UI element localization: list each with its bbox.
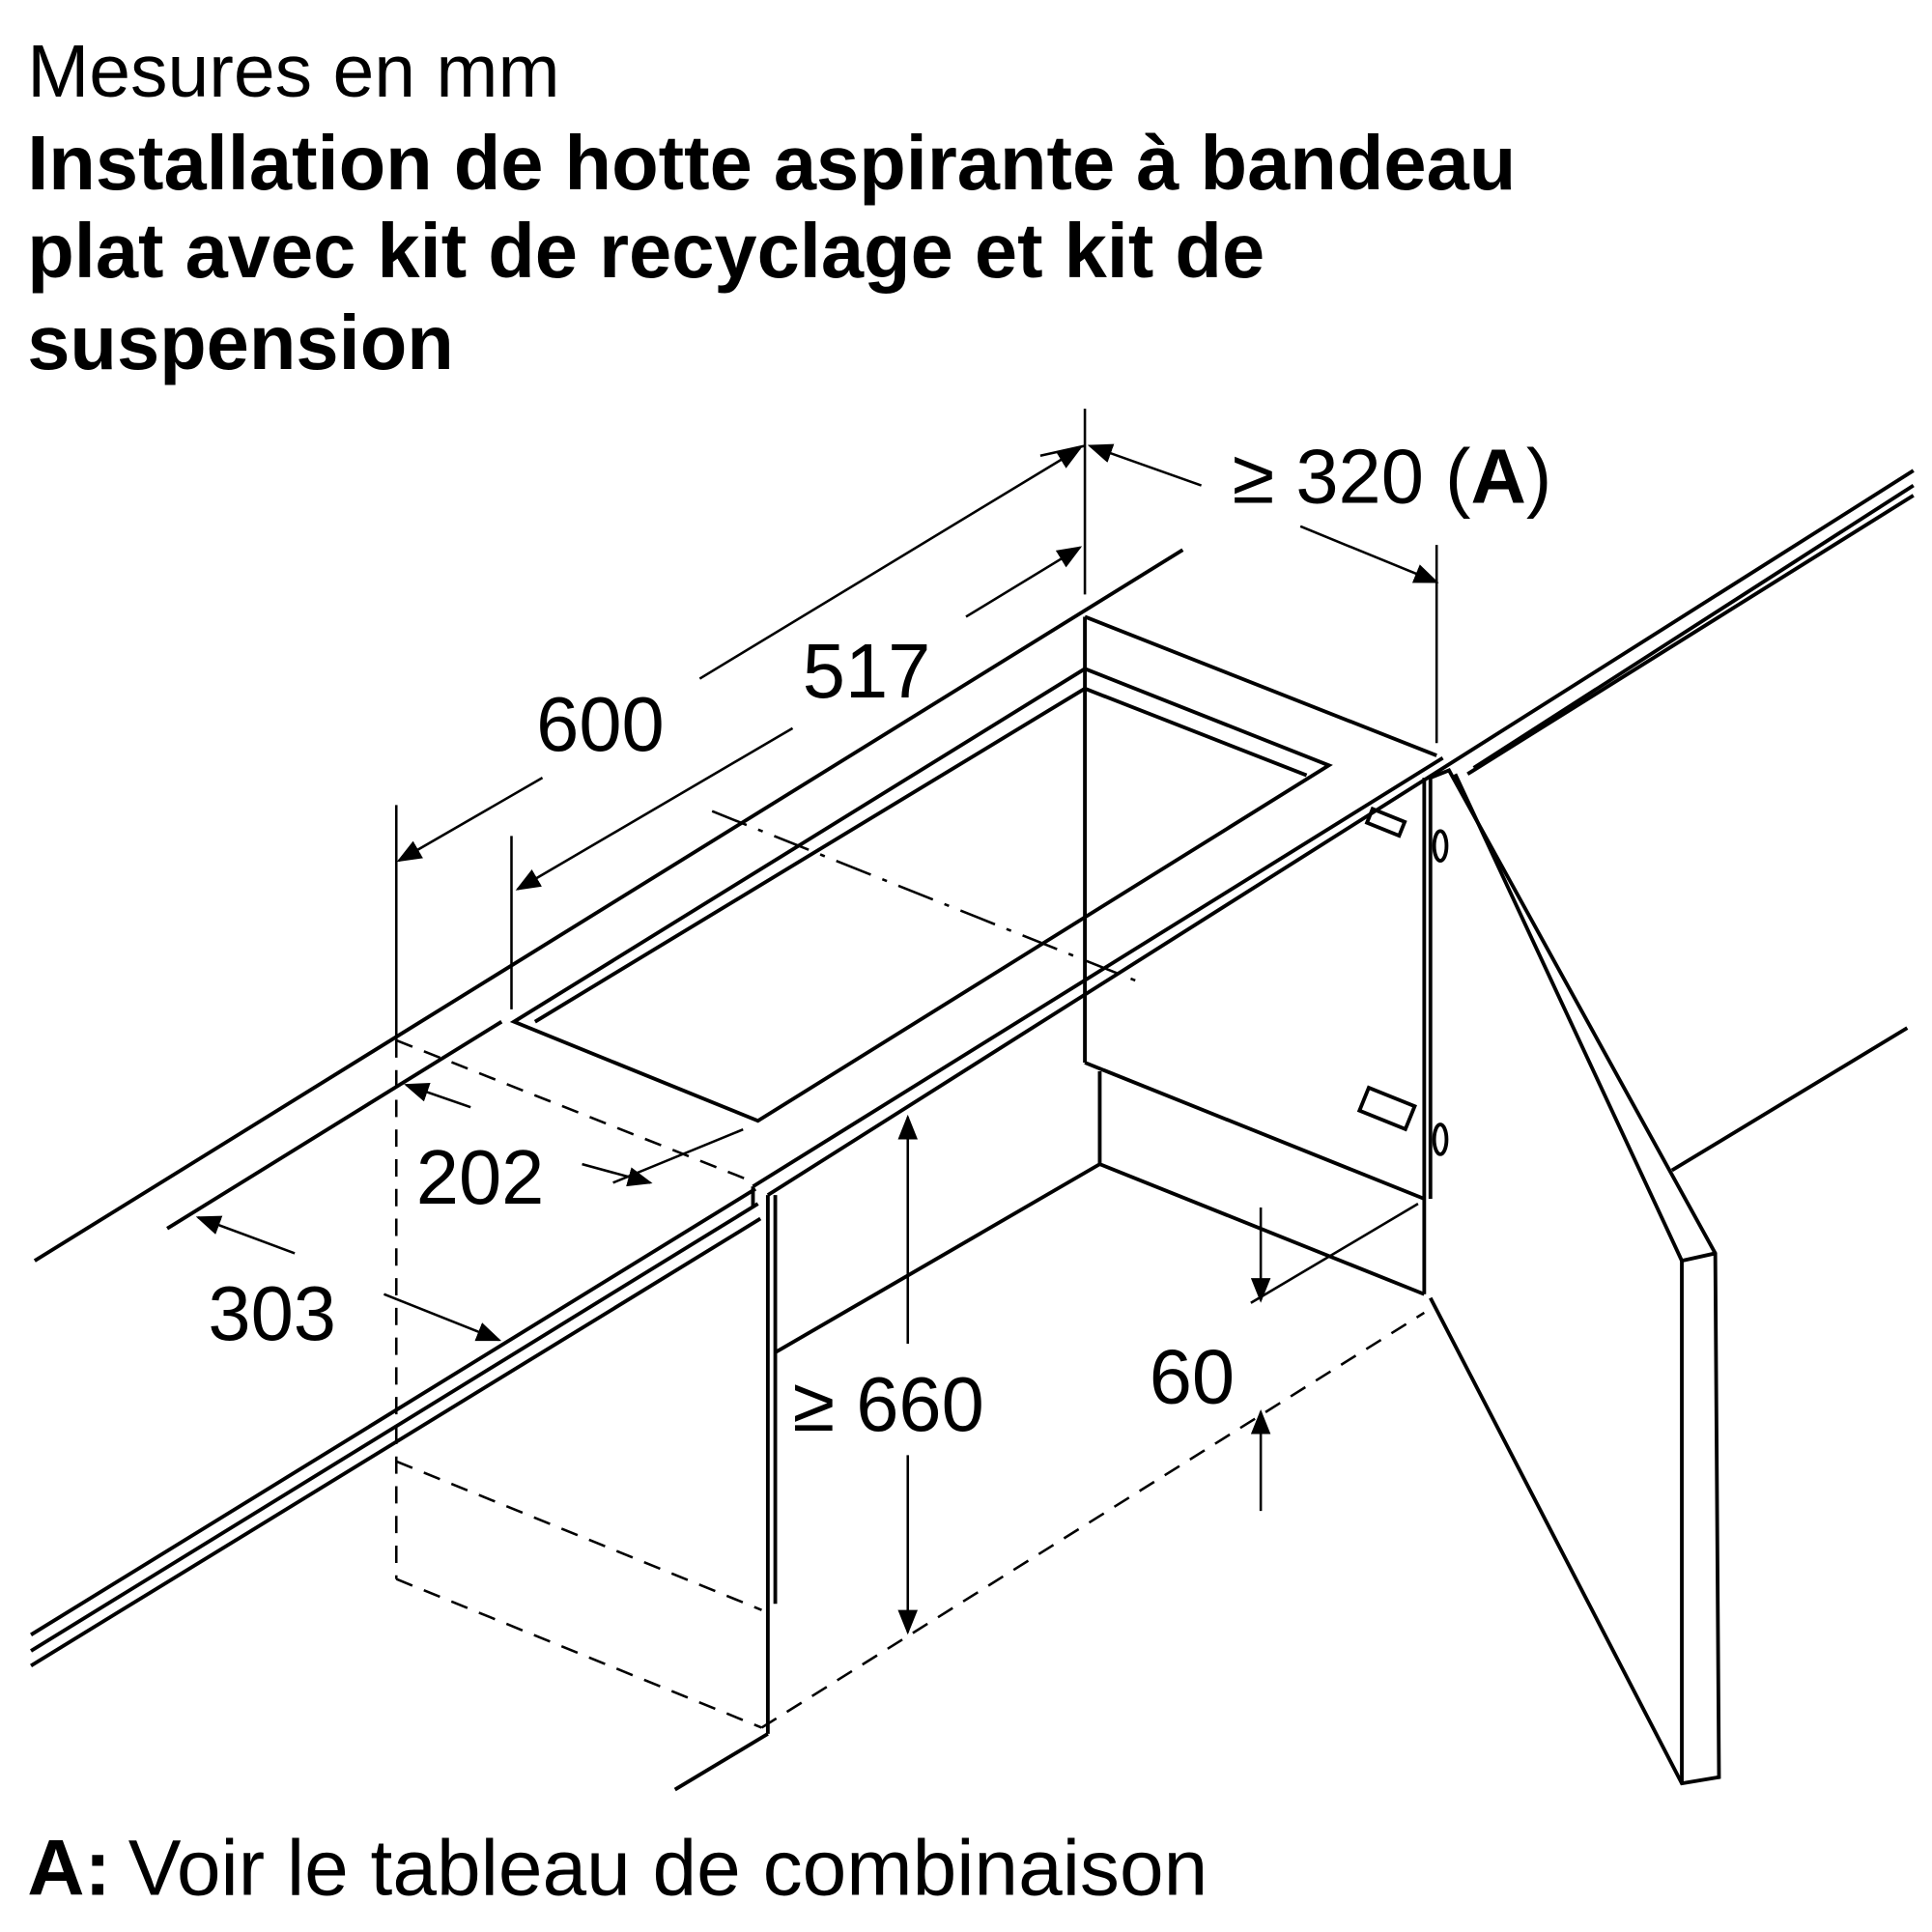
dim-60: 60 xyxy=(1150,1334,1235,1420)
dim-202: 202 xyxy=(416,1134,545,1220)
dim-517: 517 xyxy=(803,628,931,714)
hidden-lines xyxy=(394,810,1426,1729)
dim-303: 303 xyxy=(208,1270,336,1356)
dim-660: ≥ 660 xyxy=(793,1361,984,1447)
title-line-1: Installation de hotte aspirante à bandea… xyxy=(27,120,1516,206)
footnote-text: Voir le tableau de combinaison xyxy=(128,1825,1208,1913)
dim-320: ≥ 320 (A) xyxy=(1233,434,1552,520)
cabinet-drawing xyxy=(30,469,1915,1792)
footnote-key: A: xyxy=(27,1825,111,1913)
title-line-3: suspension xyxy=(27,299,454,385)
units-label: Mesures en mm xyxy=(27,30,559,113)
dim-600: 600 xyxy=(536,681,665,767)
footnote: A:Voir le tableau de combinaison xyxy=(27,1825,1208,1913)
title-line-2: plat avec kit de recyclage et kit de xyxy=(27,208,1264,294)
dimension-lines xyxy=(195,409,1439,1635)
